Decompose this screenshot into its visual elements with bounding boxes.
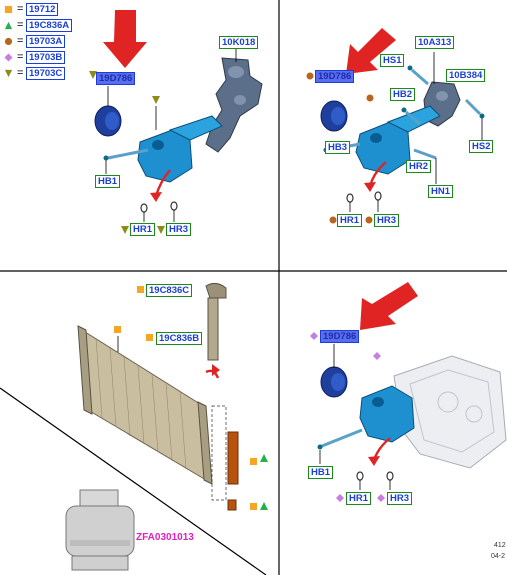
- circle-marker-icon: [306, 72, 314, 80]
- legend-row: = 19712: [4, 2, 84, 18]
- callout-10k018: 10K018: [219, 36, 259, 49]
- bolt-hb1-tl: [103, 148, 149, 174]
- callout-hb1-br: HB1: [308, 466, 334, 479]
- bolt-hb1-br: [317, 428, 363, 464]
- callout-19c836b: 19C836B: [156, 332, 203, 345]
- mounting-bracket-tr: [423, 52, 461, 127]
- callout-hr1-tr: HR1: [337, 214, 363, 227]
- callout-hb1-tl: HB1: [95, 175, 121, 188]
- diamond-marker-icon: [336, 494, 344, 502]
- legend-row: = 19703C: [4, 66, 84, 82]
- callout-hs2: HS2: [469, 140, 494, 153]
- desiccant-bag: [211, 405, 268, 511]
- clutch-pulley-tl: [94, 86, 122, 137]
- callout-10a313: 10A313: [415, 36, 455, 49]
- equals-sign: =: [17, 67, 24, 79]
- square-marker-icon: [146, 334, 153, 341]
- callout-hr3-tl: HR3: [166, 223, 192, 236]
- circle-marker-icon: [4, 37, 13, 46]
- red-curved-arrowhead-tl: [150, 192, 162, 202]
- callout-hs1: HS1: [380, 54, 405, 67]
- receiver-drier: [205, 282, 227, 379]
- equals-sign: =: [17, 51, 24, 63]
- retaining-rings-br: [356, 471, 394, 490]
- square-marker-icon: [137, 286, 144, 293]
- triangle-down-marker-icon: [4, 69, 13, 78]
- legend-row: = 19C836A: [4, 18, 84, 34]
- callout-hr1-br: HR1: [346, 492, 372, 505]
- ac-compressor-br: [359, 385, 415, 443]
- callout-hr3-tr: HR3: [374, 214, 400, 227]
- triangle-up-marker-icon: [4, 21, 13, 30]
- red-curved-arrowhead-br: [368, 456, 380, 466]
- red-pointer-arrow-tr: [346, 28, 396, 74]
- red-pointer-arrow-tl: [103, 10, 147, 68]
- legend-code: 19703C: [26, 67, 66, 80]
- red-curved-arrowhead-tr: [364, 182, 376, 192]
- equals-sign: =: [17, 19, 24, 31]
- triangle-down-marker-icon: [121, 226, 129, 234]
- callout-hr3-br: HR3: [387, 492, 413, 505]
- diamond-marker-icon: [373, 352, 381, 360]
- clutch-pulley-br: [320, 344, 348, 398]
- callout-hb2: HB2: [390, 88, 416, 101]
- callout-hb3: HB3: [325, 141, 351, 154]
- callout-19d786-tl: 19D786: [96, 72, 136, 85]
- triangle-down-marker-icon: [157, 226, 165, 234]
- callout-19d786-br: 19D786: [320, 330, 360, 343]
- callout-hn1: HN1: [428, 185, 454, 198]
- legend-code: 19703B: [26, 51, 66, 64]
- callout-19d786-tr: 19D786: [315, 70, 355, 83]
- retaining-rings-tl: [140, 201, 178, 222]
- mounting-bracket-tl: [205, 48, 263, 153]
- equals-sign: =: [17, 35, 24, 47]
- diamond-marker-icon: [310, 332, 318, 340]
- circle-marker-icon: [365, 216, 373, 224]
- retaining-rings-tr: [346, 191, 382, 212]
- clutch-pulley-tr: [320, 100, 348, 132]
- triangle-down-marker-icon: [89, 71, 97, 79]
- diamond-marker-icon: [377, 494, 385, 502]
- equals-sign: =: [17, 3, 24, 15]
- condenser-core: [77, 325, 213, 485]
- legend-row: = 19703A: [4, 34, 84, 50]
- legend-row: = 19703B: [4, 50, 84, 66]
- callout-hr1-tl: HR1: [130, 223, 156, 236]
- vacuum-tool-cylinder: [65, 489, 135, 571]
- red-pointer-arrow-br: [360, 282, 418, 330]
- footer-ref-line2: 04-2: [491, 553, 506, 560]
- callout-hr2: HR2: [406, 160, 432, 173]
- diamond-marker-icon: [4, 53, 13, 62]
- square-marker-icon: [4, 5, 13, 14]
- square-marker-icon: [114, 326, 121, 333]
- symbol-legend: = 19712 = 19C836A = 19703A = 19703B = 19…: [4, 2, 84, 82]
- ac-compressor-tl: [137, 106, 223, 183]
- triangle-down-marker-icon: [152, 96, 160, 104]
- circle-marker-icon: [329, 216, 337, 224]
- legend-code: 19C836A: [26, 19, 73, 32]
- legend-code: 19712: [26, 3, 59, 16]
- legend-code: 19703A: [26, 35, 66, 48]
- circle-marker-icon: [366, 94, 374, 102]
- callout-10b384: 10B384: [446, 69, 486, 82]
- floor-line: [0, 387, 267, 575]
- callout-19c836c: 19C836C: [146, 284, 193, 297]
- footer-ref-line1: 412: [494, 542, 506, 549]
- tool-number-label: ZFA0301013: [136, 532, 194, 543]
